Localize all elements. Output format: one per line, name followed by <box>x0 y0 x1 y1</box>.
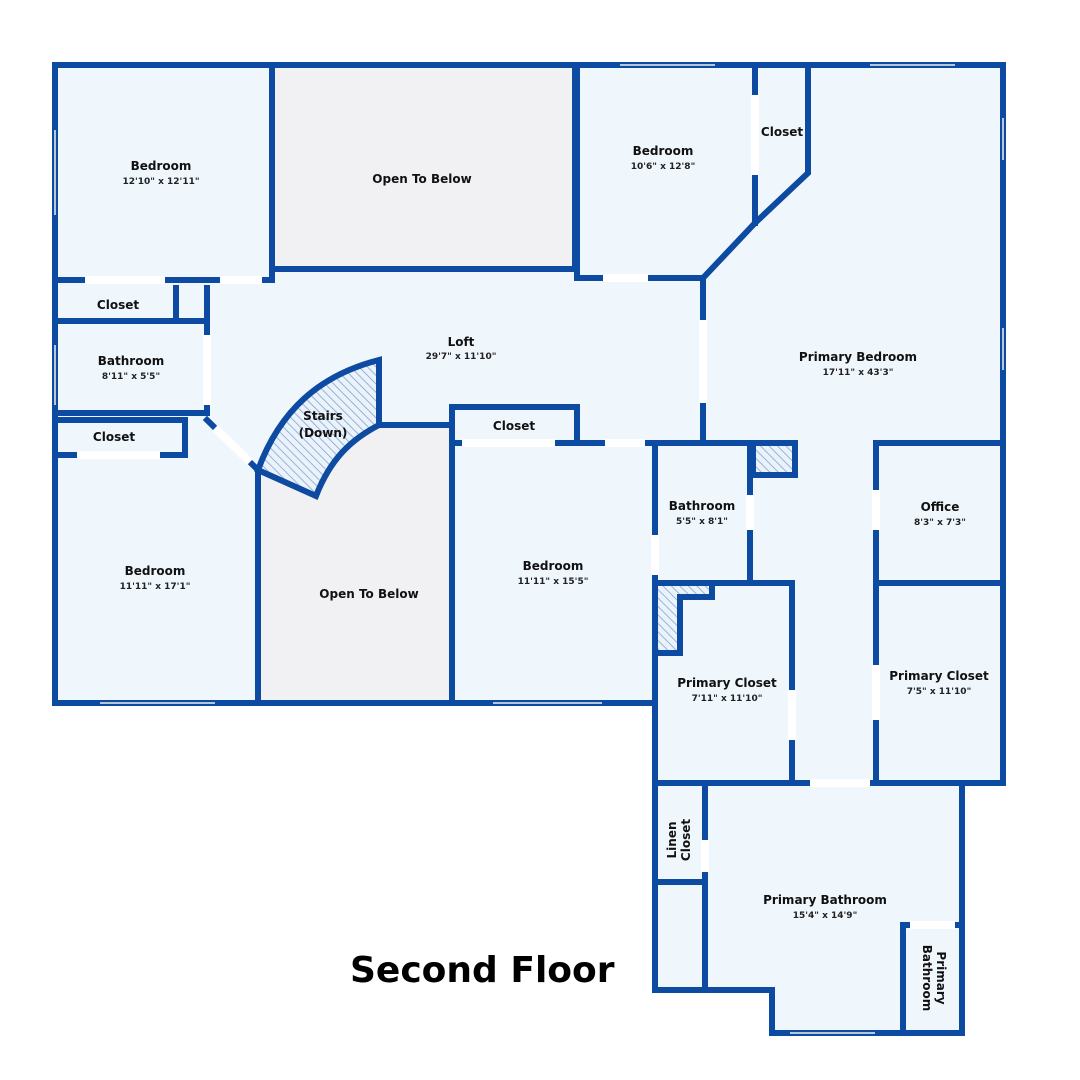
room-name: Closet <box>93 430 135 444</box>
room-dims: 7'5" x 11'10" <box>907 687 972 697</box>
room-name: Bedroom <box>125 564 186 578</box>
room-name: Primary Closet <box>889 669 989 683</box>
linen-closet-label: Linen Closet <box>665 819 693 861</box>
room-name: Bathroom <box>669 499 735 513</box>
room-name: Stairs <box>303 409 343 423</box>
room-name: Bedroom <box>131 159 192 173</box>
room-name: Bathroom <box>920 945 934 1011</box>
room-name: Bathroom <box>98 354 164 368</box>
room-dims: 11'11" x 15'5" <box>518 577 589 587</box>
room-name: Closet <box>97 298 139 312</box>
hatch-storage-1 <box>750 440 798 478</box>
floor-title: Second Floor <box>350 950 615 991</box>
room-name: Open To Below <box>372 172 471 186</box>
open-to-below-top-fill <box>275 65 575 269</box>
room-name: Loft <box>448 335 475 349</box>
room-dims: 17'11" x 43'3" <box>823 368 894 378</box>
room-dims: 10'6" x 12'8" <box>631 162 696 172</box>
windows <box>54 64 1004 1034</box>
room-name: Closet <box>761 125 803 139</box>
room-name: Bedroom <box>633 144 694 158</box>
room-name: Primary Closet <box>677 676 777 690</box>
room-name: Primary Bathroom <box>763 893 887 907</box>
floor-fills <box>55 65 1003 1033</box>
room-dims: 12'10" x 12'11" <box>122 177 199 187</box>
stairs-hatch <box>254 356 382 501</box>
room-dims: 15'4" x 14'9" <box>793 911 858 921</box>
room-name: Primary Bedroom <box>799 350 917 364</box>
room-name: Primary <box>934 951 948 1004</box>
room-dims: 29'7" x 11'10" <box>426 352 497 362</box>
room-labels: Bedroom 12'10" x 12'11" Open To Below Be… <box>93 125 989 1011</box>
room-note: (Down) <box>299 426 348 440</box>
room-dims: 8'11" x 5'5" <box>102 372 160 382</box>
room-dims: 8'3" x 7'3" <box>914 518 966 528</box>
room-name: Linen <box>665 822 679 859</box>
hatch-storage-2 <box>652 580 715 656</box>
room-name: Office <box>921 500 960 514</box>
room-dims: 7'11" x 11'10" <box>692 694 763 704</box>
room-name: Closet <box>679 819 693 861</box>
room-dims: 11'11" x 17'1" <box>120 582 191 592</box>
room-name: Closet <box>493 419 535 433</box>
openings <box>77 95 955 929</box>
room-dims: 5'5" x 8'1" <box>676 517 728 527</box>
room-name: Open To Below <box>319 587 418 601</box>
room-name: Bedroom <box>523 559 584 573</box>
primary-bathroom-wc-label: Primary Bathroom <box>920 945 948 1011</box>
